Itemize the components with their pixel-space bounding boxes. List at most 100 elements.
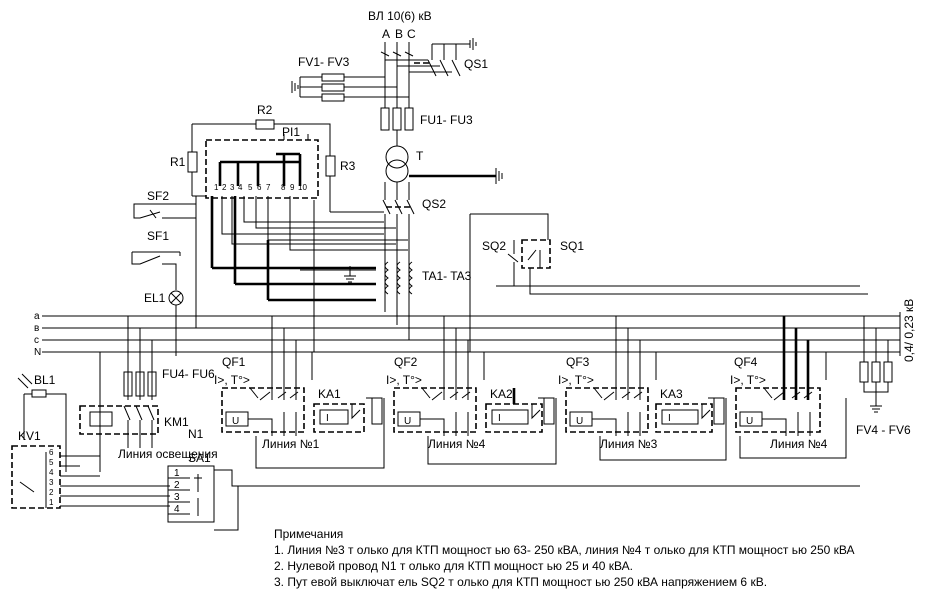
sq1-label: SQ1 — [560, 239, 584, 253]
meter-terminals: 1 2 3 4 5 6 7 8 9 10 — [214, 183, 307, 192]
supply-label: ВЛ 10(6) кВ — [368, 9, 432, 23]
lv-busbars — [42, 312, 901, 356]
qf4-protection: I>, T°> — [730, 373, 766, 387]
n1-label: N1 — [188, 427, 204, 441]
fu4-fu6-label: FU4- FU6 — [162, 367, 215, 381]
sa1-terminal: 3 — [174, 492, 180, 503]
kv1-terminal: 2 — [49, 488, 54, 497]
feeder-2 — [393, 316, 557, 465]
r1-label: R1 — [170, 155, 186, 169]
sa1-switch — [167, 465, 860, 531]
lighting-circuit — [79, 316, 159, 472]
kv1-terminal: 1 — [49, 498, 54, 507]
meter-to-bus-wires — [175, 200, 315, 356]
fv1-fv3-arresters — [291, 73, 409, 102]
el1-lamp — [168, 290, 184, 356]
km1-label: KM1 — [164, 415, 189, 429]
fv4-fv6-label: FV4 - FV6 — [856, 423, 911, 437]
note-item: 2. Нулевой провод N1 т олько для КТП мощ… — [274, 559, 633, 573]
note-item: 1. Линия №3 т олько для КТП мощност ью 6… — [274, 543, 855, 557]
sa1-terminal: 4 — [174, 504, 180, 515]
ka2-coil: I — [498, 413, 501, 424]
fv1-fv3-label: FV1- FV3 — [298, 55, 350, 69]
meter-terminal: 1 — [214, 183, 219, 192]
qf3-label: QF3 — [566, 355, 590, 369]
bus-c-label: с — [34, 335, 39, 346]
qf2-protection: I>, T°> — [386, 373, 422, 387]
qf4-coil: U — [746, 416, 753, 427]
fv4-fv6-arresters — [859, 316, 893, 413]
qf1-protection: I>, T°> — [214, 373, 250, 387]
qf1-label: QF1 — [222, 355, 246, 369]
phase-b-label: B — [395, 27, 403, 41]
notes-block: Примечания 1. Линия №3 т олько для КТП м… — [274, 526, 855, 590]
bus-voltage-label: 0,4/ 0,23 кВ — [902, 299, 916, 362]
hv-phase-wires — [380, 42, 414, 108]
bus-a-label: a — [34, 311, 40, 322]
kv1-terminal: 6 — [49, 448, 54, 457]
qf4-label: QF4 — [734, 355, 758, 369]
meter-terminal: 2 — [222, 183, 227, 192]
sa1-label: SA1 — [188, 451, 211, 465]
qf1-coil: U — [232, 416, 239, 427]
sa1-terminal: 1 — [174, 468, 180, 479]
meter-terminal: 6 — [257, 183, 262, 192]
phase-a-label: A — [382, 27, 390, 41]
qs1-label: QS1 — [464, 57, 488, 71]
kv1-terminal: 3 — [49, 478, 54, 487]
line-3-label: Линия №3 — [600, 437, 658, 451]
kv1-terminals: 6 5 4 3 2 1 — [49, 448, 54, 507]
bl1-photosensor — [17, 373, 67, 472]
kv1-relay — [11, 445, 170, 509]
bus-b-label: в — [34, 323, 39, 334]
sa1-terminals: 1 2 3 4 — [174, 468, 180, 515]
qf2-coil: U — [404, 416, 411, 427]
note-item: 3. Пут евой выключат ель SQ2 т олько для… — [274, 575, 768, 589]
meter-terminal: 9 — [290, 183, 295, 192]
meter-terminal: 4 — [238, 183, 243, 192]
kv1-label: KV1 — [18, 429, 41, 443]
lighting-line-label: Линия освещения — [118, 447, 218, 461]
line-1-label: Линия №1 — [262, 437, 320, 451]
ka1-coil: I — [326, 413, 329, 424]
sf1-label: SF1 — [147, 229, 169, 243]
sf1-breaker — [131, 251, 181, 290]
ka2-label: KA2 — [490, 387, 513, 401]
sa1-terminal: 2 — [174, 480, 180, 491]
transformer — [384, 130, 503, 200]
ka1-label: KA1 — [318, 387, 341, 401]
meter-circuit — [187, 119, 384, 213]
bl1-label: BL1 — [34, 373, 56, 387]
kv1-terminal: 4 — [49, 468, 54, 477]
qs2-switch — [382, 199, 415, 340]
sf2-label: SF2 — [147, 189, 169, 203]
notes-title: Примечания — [274, 527, 344, 541]
bus-n-label: N — [34, 347, 41, 358]
ta-label: TA1- TA3 — [422, 269, 472, 283]
qf2-label: QF2 — [394, 355, 418, 369]
sq-switches — [469, 213, 868, 352]
line-4-label: Линия №4 — [770, 437, 828, 451]
meter-terminal: 5 — [248, 183, 253, 192]
phase-c-label: C — [407, 27, 416, 41]
ka3-coil: I — [668, 413, 671, 424]
transformer-label: T — [416, 149, 424, 163]
r2-label: R2 — [257, 103, 273, 117]
ka3-label: KA3 — [660, 387, 683, 401]
meter-terminal: 7 — [266, 183, 271, 192]
qs1-disconnector — [385, 38, 477, 77]
sq2-label: SQ2 — [482, 239, 506, 253]
pi1-label: PI1 — [282, 125, 300, 139]
qf3-coil: U — [576, 416, 583, 427]
qs2-label: QS2 — [422, 197, 446, 211]
meter-terminal: 10 — [298, 183, 307, 192]
feeder-4 — [735, 316, 847, 459]
fu1-fu3-label: FU1- FU3 — [420, 113, 473, 127]
meter-terminal: 8 — [281, 183, 286, 192]
feeder-1 — [221, 316, 385, 469]
r3-label: R3 — [340, 159, 356, 173]
meter-terminal: 3 — [230, 183, 235, 192]
current-transformers — [212, 261, 413, 302]
meter-terminal-wires — [210, 196, 408, 300]
